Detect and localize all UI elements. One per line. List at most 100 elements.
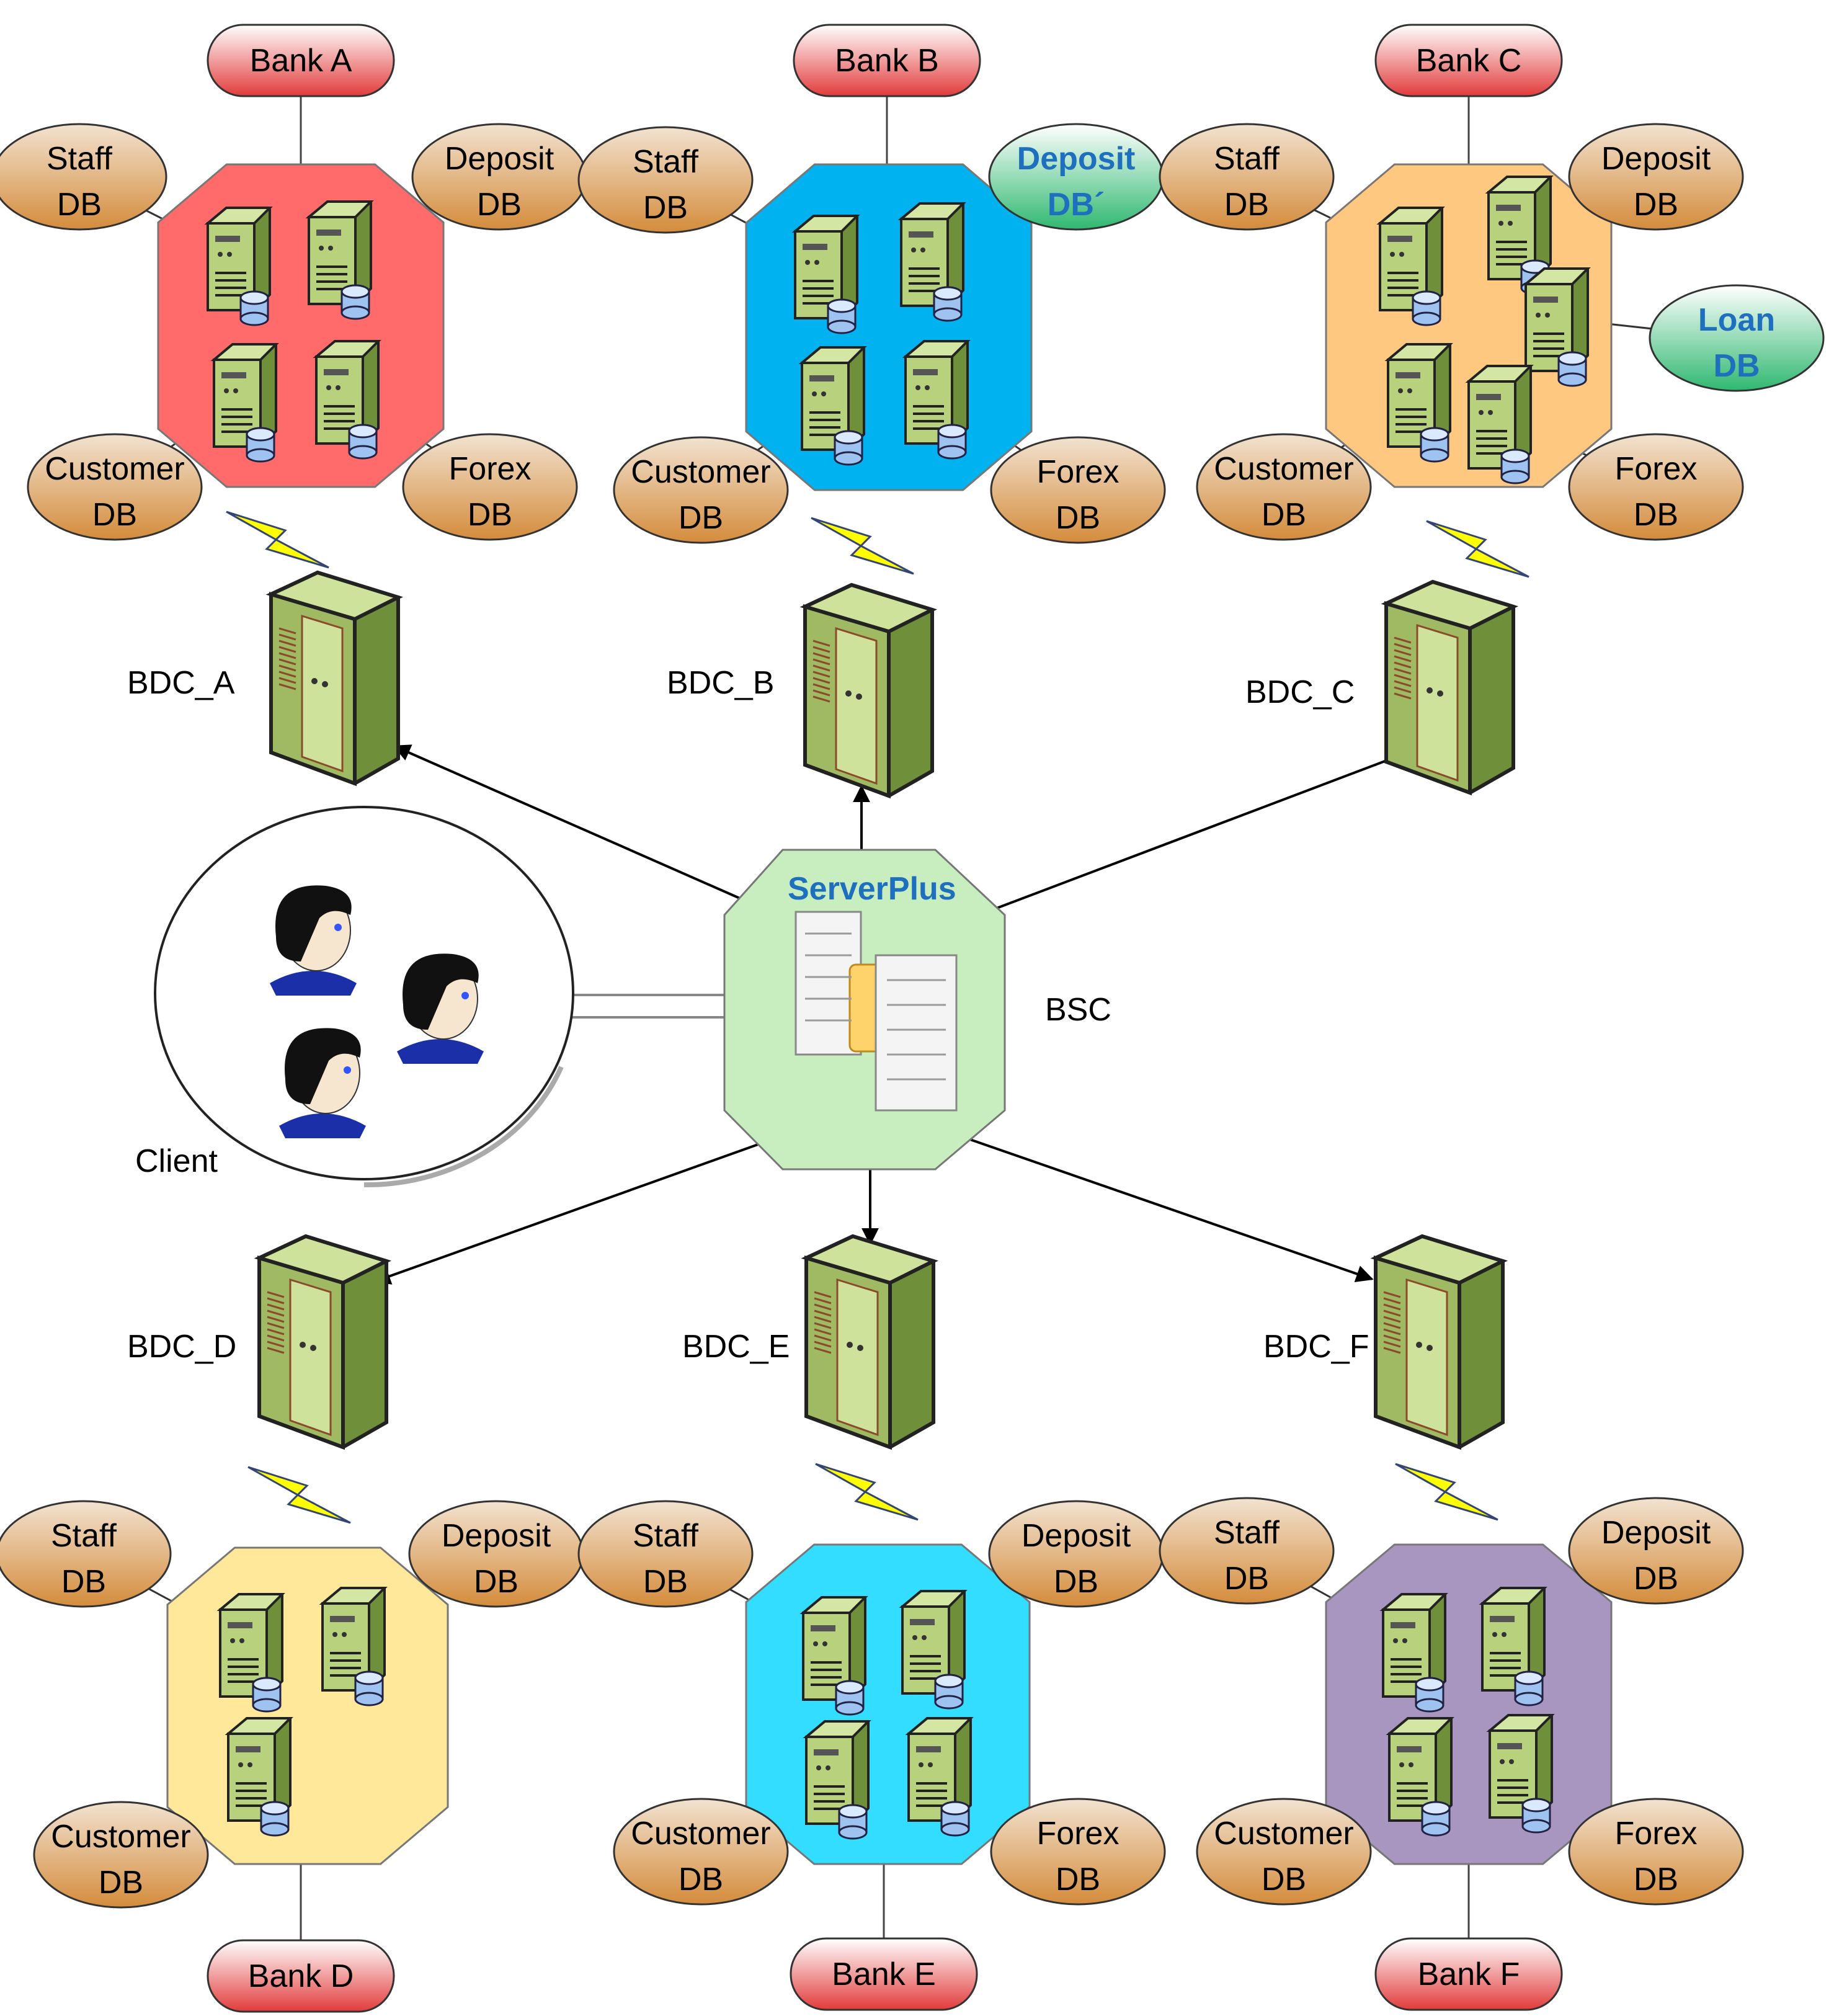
db-server-icon xyxy=(1379,1593,1448,1713)
bank-b-pill: Bank B xyxy=(793,24,981,97)
db-server-icon xyxy=(1522,267,1591,387)
db-server-icon xyxy=(1486,1714,1555,1834)
db-oval-label-line1: Customer xyxy=(1214,451,1353,487)
db-server-icon xyxy=(905,1717,974,1837)
db-oval-label-line1: Customer xyxy=(51,1819,190,1855)
bank-cluster-c: StaffDBDepositDBLoanDBCustomerDBForexDBB… xyxy=(1159,24,1825,796)
lightning-link-icon xyxy=(811,517,914,575)
db-oval-label-line1: Deposit xyxy=(1017,141,1136,177)
client-person-icon xyxy=(270,885,357,996)
db-oval-label-line2: DB xyxy=(1262,1862,1306,1898)
bank-e-octagon xyxy=(745,1543,1031,1865)
db-server-icon xyxy=(799,1596,868,1716)
bdc-e-server-icon xyxy=(801,1234,939,1450)
bdc-b-server-icon xyxy=(799,582,938,799)
bank-label: Bank F xyxy=(1418,1956,1520,1992)
db-server-icon xyxy=(319,1587,388,1706)
bank-b-octagon xyxy=(745,163,1033,491)
db-server-icon xyxy=(1465,365,1534,484)
center-label: BSC xyxy=(1045,992,1111,1028)
db-oval-label-line2: DB´ xyxy=(1048,187,1105,223)
db-oval-label-line1: Customer xyxy=(631,1816,770,1852)
db-server-icon xyxy=(899,1590,968,1710)
arrow-to-bdc-d xyxy=(373,1137,776,1285)
db-server-icon xyxy=(216,1593,285,1713)
bank-label: Bank B xyxy=(835,43,939,79)
db-oval-label-line2: DB xyxy=(1262,497,1306,533)
db-oval-label-line2: DB xyxy=(92,497,137,533)
db-oval-label-line2: DB xyxy=(1634,1561,1678,1597)
client-person-icon xyxy=(279,1028,366,1138)
bank-label: Bank D xyxy=(248,1958,354,1994)
bank-label: Bank E xyxy=(832,1956,936,1992)
bdc-label: BDC_C xyxy=(1245,674,1355,710)
connector-arrows xyxy=(373,744,1410,1285)
bank-d-octagon xyxy=(166,1546,449,1865)
db-oval-label-line2: DB xyxy=(679,1862,723,1898)
db-oval-label-line2: DB xyxy=(1056,1862,1100,1898)
bank-a-pill: Bank A xyxy=(207,24,395,97)
db-server-icon xyxy=(313,340,381,460)
server-stack-icon xyxy=(795,911,958,1112)
db-oval-label-line2: DB xyxy=(1054,1564,1098,1600)
db-oval-label-line2: DB xyxy=(1224,187,1269,223)
lightning-link-icon xyxy=(815,1463,919,1521)
bank-e-pill: Bank E xyxy=(790,1937,978,2011)
db-oval-label-line2: DB xyxy=(1634,187,1678,223)
db-server-icon xyxy=(897,202,966,322)
db-server-icon xyxy=(791,215,860,334)
db-oval-label-line2: DB xyxy=(643,1564,688,1600)
db-server-icon xyxy=(798,346,867,466)
lightning-link-icon xyxy=(247,1466,351,1524)
bdc-d-server-icon xyxy=(254,1234,392,1450)
db-server-icon xyxy=(1384,343,1453,463)
bdc-label: BDC_B xyxy=(667,665,774,701)
db-oval-label-line2: DB xyxy=(1713,348,1760,384)
bdc-c-server-icon xyxy=(1381,579,1519,796)
bank-label: Bank C xyxy=(1416,43,1522,79)
db-oval-label-line1: Staff xyxy=(1214,1515,1280,1551)
db-server-icon xyxy=(1376,207,1445,326)
db-oval-label-line2: DB xyxy=(477,187,522,223)
db-server-icon xyxy=(902,340,971,460)
db-oval-label-line2: DB xyxy=(468,497,512,533)
bank-f-octagon xyxy=(1325,1543,1613,1865)
bdc-f-server-icon xyxy=(1370,1234,1508,1450)
db-oval-label-line1: Staff xyxy=(633,144,699,180)
bdc-label: BDC_E xyxy=(682,1329,790,1365)
db-server-icon xyxy=(305,200,374,320)
db-oval-label-line2: DB xyxy=(1634,1862,1678,1898)
db-oval-label-line1: Staff xyxy=(1214,141,1280,177)
bank-label: Bank A xyxy=(250,43,352,79)
db-server-icon xyxy=(210,343,279,463)
lightning-link-icon xyxy=(1395,1463,1498,1521)
center-title: ServerPlus xyxy=(788,871,956,907)
db-oval-label-line1: Forex xyxy=(1037,1816,1120,1852)
db-oval-label-line1: Deposit xyxy=(442,1518,551,1554)
lightning-link-icon xyxy=(1426,520,1529,578)
client-label: Client xyxy=(135,1143,218,1179)
db-server-icon xyxy=(204,207,273,326)
db-server-icon xyxy=(1479,1587,1547,1706)
